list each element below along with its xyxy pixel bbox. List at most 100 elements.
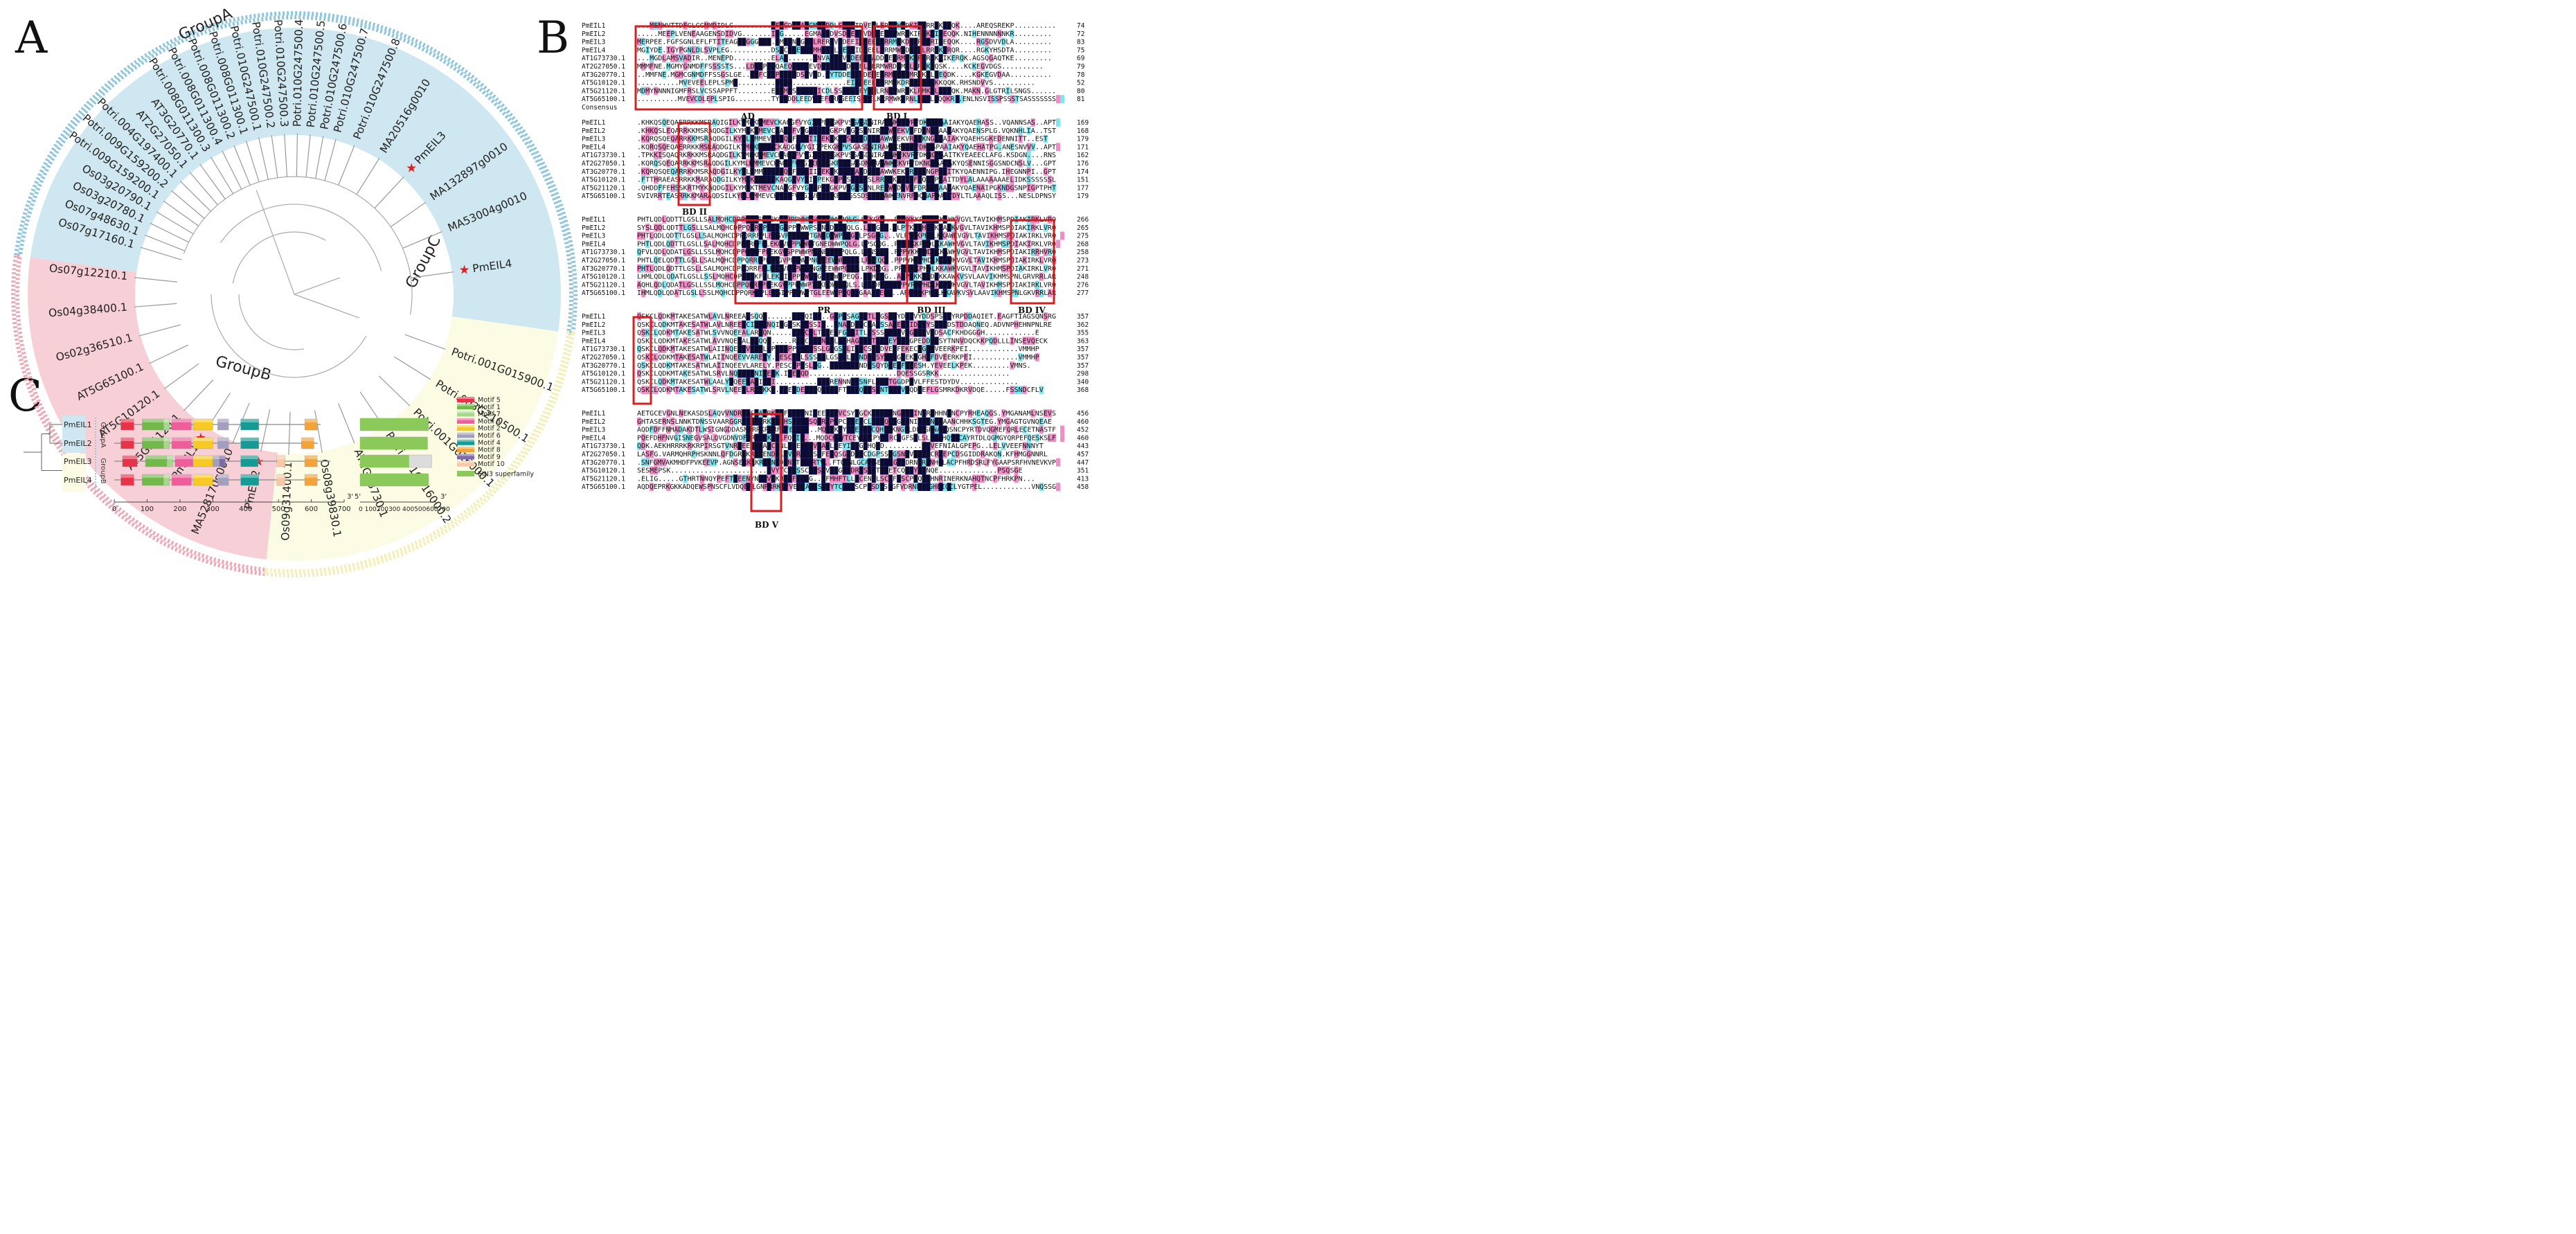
residue-cell <box>787 345 792 353</box>
residue-cell <box>884 280 888 289</box>
residue-cell <box>859 312 864 321</box>
residue-cell <box>670 312 675 321</box>
residue-cell <box>893 192 897 200</box>
residue-cell <box>809 143 814 152</box>
residue-cell <box>926 369 931 378</box>
residue-cell <box>658 289 663 297</box>
residue-cell <box>821 126 826 135</box>
residue-cell <box>830 248 834 256</box>
residue-cell <box>687 328 692 337</box>
residue-cell <box>909 289 914 297</box>
residue-cell <box>821 184 826 193</box>
residue-cell <box>821 377 826 386</box>
residue-cell <box>909 377 914 386</box>
residue-cell <box>1035 433 1039 442</box>
residue-cell <box>888 377 893 386</box>
residue-cell <box>867 264 872 273</box>
residue-cell <box>800 159 805 168</box>
residue-cell <box>918 256 922 265</box>
residue-cell <box>884 361 888 370</box>
residue-cell <box>875 425 880 434</box>
residue-cell <box>641 37 646 46</box>
residue-cell <box>855 466 859 475</box>
residue-cell <box>708 312 713 321</box>
residue-cell <box>926 175 931 184</box>
residue-cell <box>825 458 830 467</box>
residue-cell <box>855 328 859 337</box>
residue-cell <box>855 29 859 38</box>
gene-label: PmEIL3 <box>64 457 92 466</box>
residue-cell <box>901 386 906 394</box>
residue-cell <box>884 248 888 256</box>
residue-cell <box>879 417 884 426</box>
residue-cell <box>754 192 759 200</box>
residue-cell <box>775 134 780 143</box>
residue-cell <box>913 483 918 491</box>
residue-cell <box>742 353 746 361</box>
residue-cell <box>951 192 956 200</box>
residue-cell <box>913 46 918 55</box>
residue-cell <box>875 483 880 491</box>
motif-box-shine <box>193 438 213 441</box>
residue-cell <box>863 377 868 386</box>
residue-cell <box>750 167 755 176</box>
residue-cell <box>670 272 675 281</box>
residue-cell <box>934 369 939 378</box>
residue-cell <box>947 312 951 321</box>
alignment-row-end: 78 <box>1077 71 1085 79</box>
residue-cell <box>1014 95 1019 103</box>
residue-cell <box>817 353 822 361</box>
motif-box-shine <box>276 474 285 478</box>
residue-cell <box>955 409 960 418</box>
residue-cell <box>879 95 884 103</box>
residue-cell <box>750 151 755 159</box>
residue-cell <box>821 328 826 337</box>
residue-cell <box>809 386 814 394</box>
residue-cell <box>863 337 868 346</box>
residue-cell <box>750 369 755 378</box>
residue-cell <box>1014 289 1019 297</box>
residue-cell <box>926 78 931 87</box>
residue-cell <box>905 474 910 483</box>
residue-cell <box>884 231 888 240</box>
legend-swatch <box>457 460 474 467</box>
residue-cell <box>658 192 663 200</box>
alignment-row-end: 275 <box>1077 233 1089 240</box>
motif-box-shine <box>163 474 170 478</box>
residue-cell <box>670 345 675 353</box>
residue-cell <box>842 458 847 467</box>
residue-cell <box>942 21 947 30</box>
residue-cell <box>846 134 851 143</box>
residue-cell <box>825 54 830 62</box>
residue-cell <box>775 483 780 491</box>
residue-cell <box>791 70 796 79</box>
alignment-row-name: PmEIL4 <box>582 337 606 345</box>
residue-cell <box>863 425 868 434</box>
residue-cell <box>746 184 751 193</box>
residue-cell <box>645 353 650 361</box>
residue-cell <box>821 386 826 394</box>
residue-cell <box>687 167 692 176</box>
residue-cell <box>867 143 872 152</box>
residue-cell <box>691 134 696 143</box>
residue-cell <box>821 442 826 450</box>
residue-cell <box>901 337 906 346</box>
residue-cell <box>779 29 784 38</box>
residue-cell <box>716 175 721 184</box>
residue-cell <box>813 289 818 297</box>
residue-cell <box>742 386 746 394</box>
residue-cell <box>879 126 884 135</box>
residue-cell <box>993 95 998 103</box>
residue-cell <box>897 248 902 256</box>
residue-cell <box>855 231 859 240</box>
residue-cell <box>805 70 810 79</box>
residue-cell <box>758 280 763 289</box>
motif-box <box>193 437 213 449</box>
residue-cell <box>918 328 922 337</box>
residue-cell <box>893 337 897 346</box>
alignment-sequence: AQHLQDLQDATLGSLLSSLMQHCDPPQRRFPLEKGVPPPW… <box>637 281 1056 289</box>
residue-cell <box>909 240 914 249</box>
motif-box-shine <box>193 456 213 459</box>
residue-cell <box>871 256 876 265</box>
residue-cell <box>805 345 810 353</box>
